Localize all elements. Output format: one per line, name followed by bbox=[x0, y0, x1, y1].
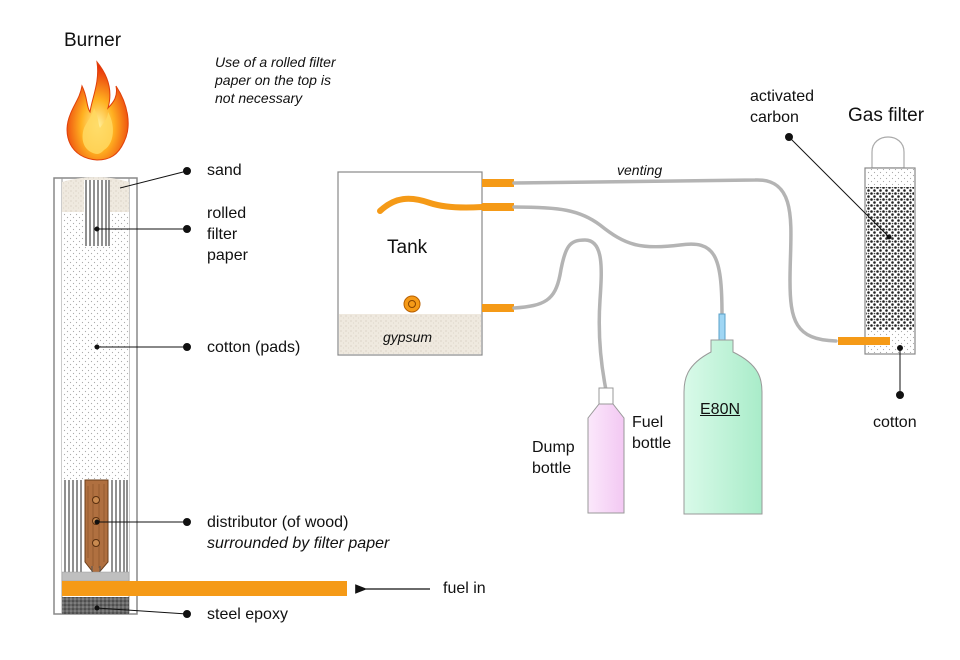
burner-title: Burner bbox=[64, 30, 122, 51]
gas-filter-cotton-label: cotton bbox=[873, 414, 917, 431]
base-plate bbox=[61, 571, 130, 582]
gas-filter bbox=[838, 136, 916, 355]
distributor-label: distributor (of wood) bbox=[207, 514, 349, 531]
burner-note-line-3: not necessary bbox=[215, 90, 303, 106]
venting-tube bbox=[512, 178, 838, 343]
dump-bottle-label-2: bottle bbox=[532, 460, 572, 477]
activated-carbon-bed bbox=[866, 187, 914, 330]
dump-bottle bbox=[587, 387, 625, 514]
gas-filter-title: Gas filter bbox=[848, 105, 925, 126]
gas-filter-inlet bbox=[838, 337, 890, 345]
fuel-bottle-label-1: Fuel bbox=[632, 414, 664, 431]
steel-epoxy-layer bbox=[62, 597, 129, 614]
burner-note-line-2: paper on the top is bbox=[215, 72, 331, 88]
rolled-filter-paper-label-2: filter bbox=[207, 226, 238, 243]
rolled-filter-paper-label-1: rolled bbox=[207, 205, 247, 222]
burner-leaders bbox=[94, 167, 191, 618]
fuel-inlet-pipe bbox=[62, 581, 347, 596]
gypsum-label: gypsum bbox=[383, 329, 433, 345]
dump-bottle-label-1: Dump bbox=[532, 439, 575, 456]
dump-bottle-tube bbox=[512, 238, 608, 392]
fuel-bottle-label-2: bottle bbox=[632, 435, 672, 452]
distributor-note: surrounded by filter paper bbox=[207, 535, 390, 552]
tank-title: Tank bbox=[387, 237, 428, 258]
venting-label: venting bbox=[617, 162, 663, 178]
gypsum-layer bbox=[339, 314, 481, 354]
fuel-bottle-content-label: E80N bbox=[700, 401, 741, 418]
fuel-bottle-tube bbox=[512, 205, 724, 317]
activated-carbon-label-1: activated bbox=[750, 88, 815, 105]
sand-label: sand bbox=[207, 162, 242, 179]
fuel-bottle bbox=[683, 313, 763, 515]
tank bbox=[337, 171, 514, 356]
tubing bbox=[512, 178, 838, 392]
gas-filter-leaders bbox=[785, 133, 904, 399]
burner bbox=[53, 60, 347, 615]
activated-carbon-label-2: carbon bbox=[750, 109, 799, 126]
rolled-filter-paper-label-3: paper bbox=[207, 247, 248, 264]
fuel-in-label: fuel in bbox=[443, 580, 486, 597]
flame-icon bbox=[66, 60, 129, 161]
burner-note-line-1: Use of a rolled filter bbox=[215, 54, 336, 70]
filter-cap bbox=[871, 136, 905, 169]
steel-epoxy-label: steel epoxy bbox=[207, 606, 288, 623]
rolled-filter-paper bbox=[84, 180, 110, 246]
cotton-pads-label: cotton (pads) bbox=[207, 339, 301, 356]
